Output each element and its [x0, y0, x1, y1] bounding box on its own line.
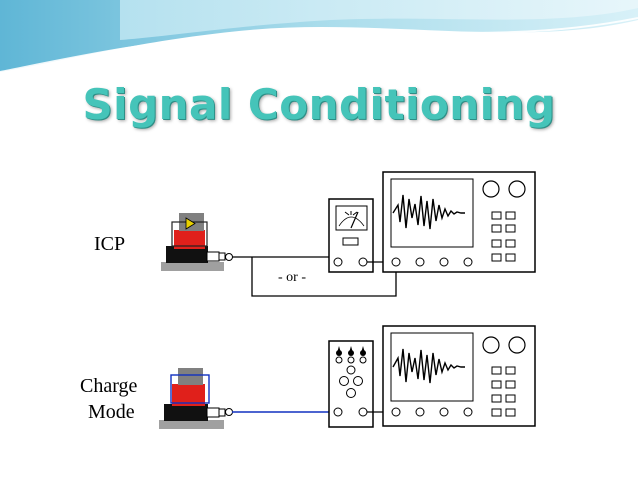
slide-title: Signal Conditioning [82, 80, 556, 129]
or-label: - or - [276, 270, 308, 286]
icp-label: ICP [94, 233, 126, 255]
icp-oscilloscope [382, 171, 536, 273]
header-wave [0, 0, 638, 73]
charge-oscilloscope [382, 325, 536, 427]
charge-sensor [159, 368, 233, 429]
icp-sensor [161, 213, 233, 271]
charge-amplifier [328, 340, 374, 428]
icp-signal-conditioner [328, 198, 374, 273]
bypass-cable [251, 257, 397, 297]
charge-label-line2: Mode [88, 401, 135, 423]
charge-label-line1: Charge [80, 375, 138, 397]
